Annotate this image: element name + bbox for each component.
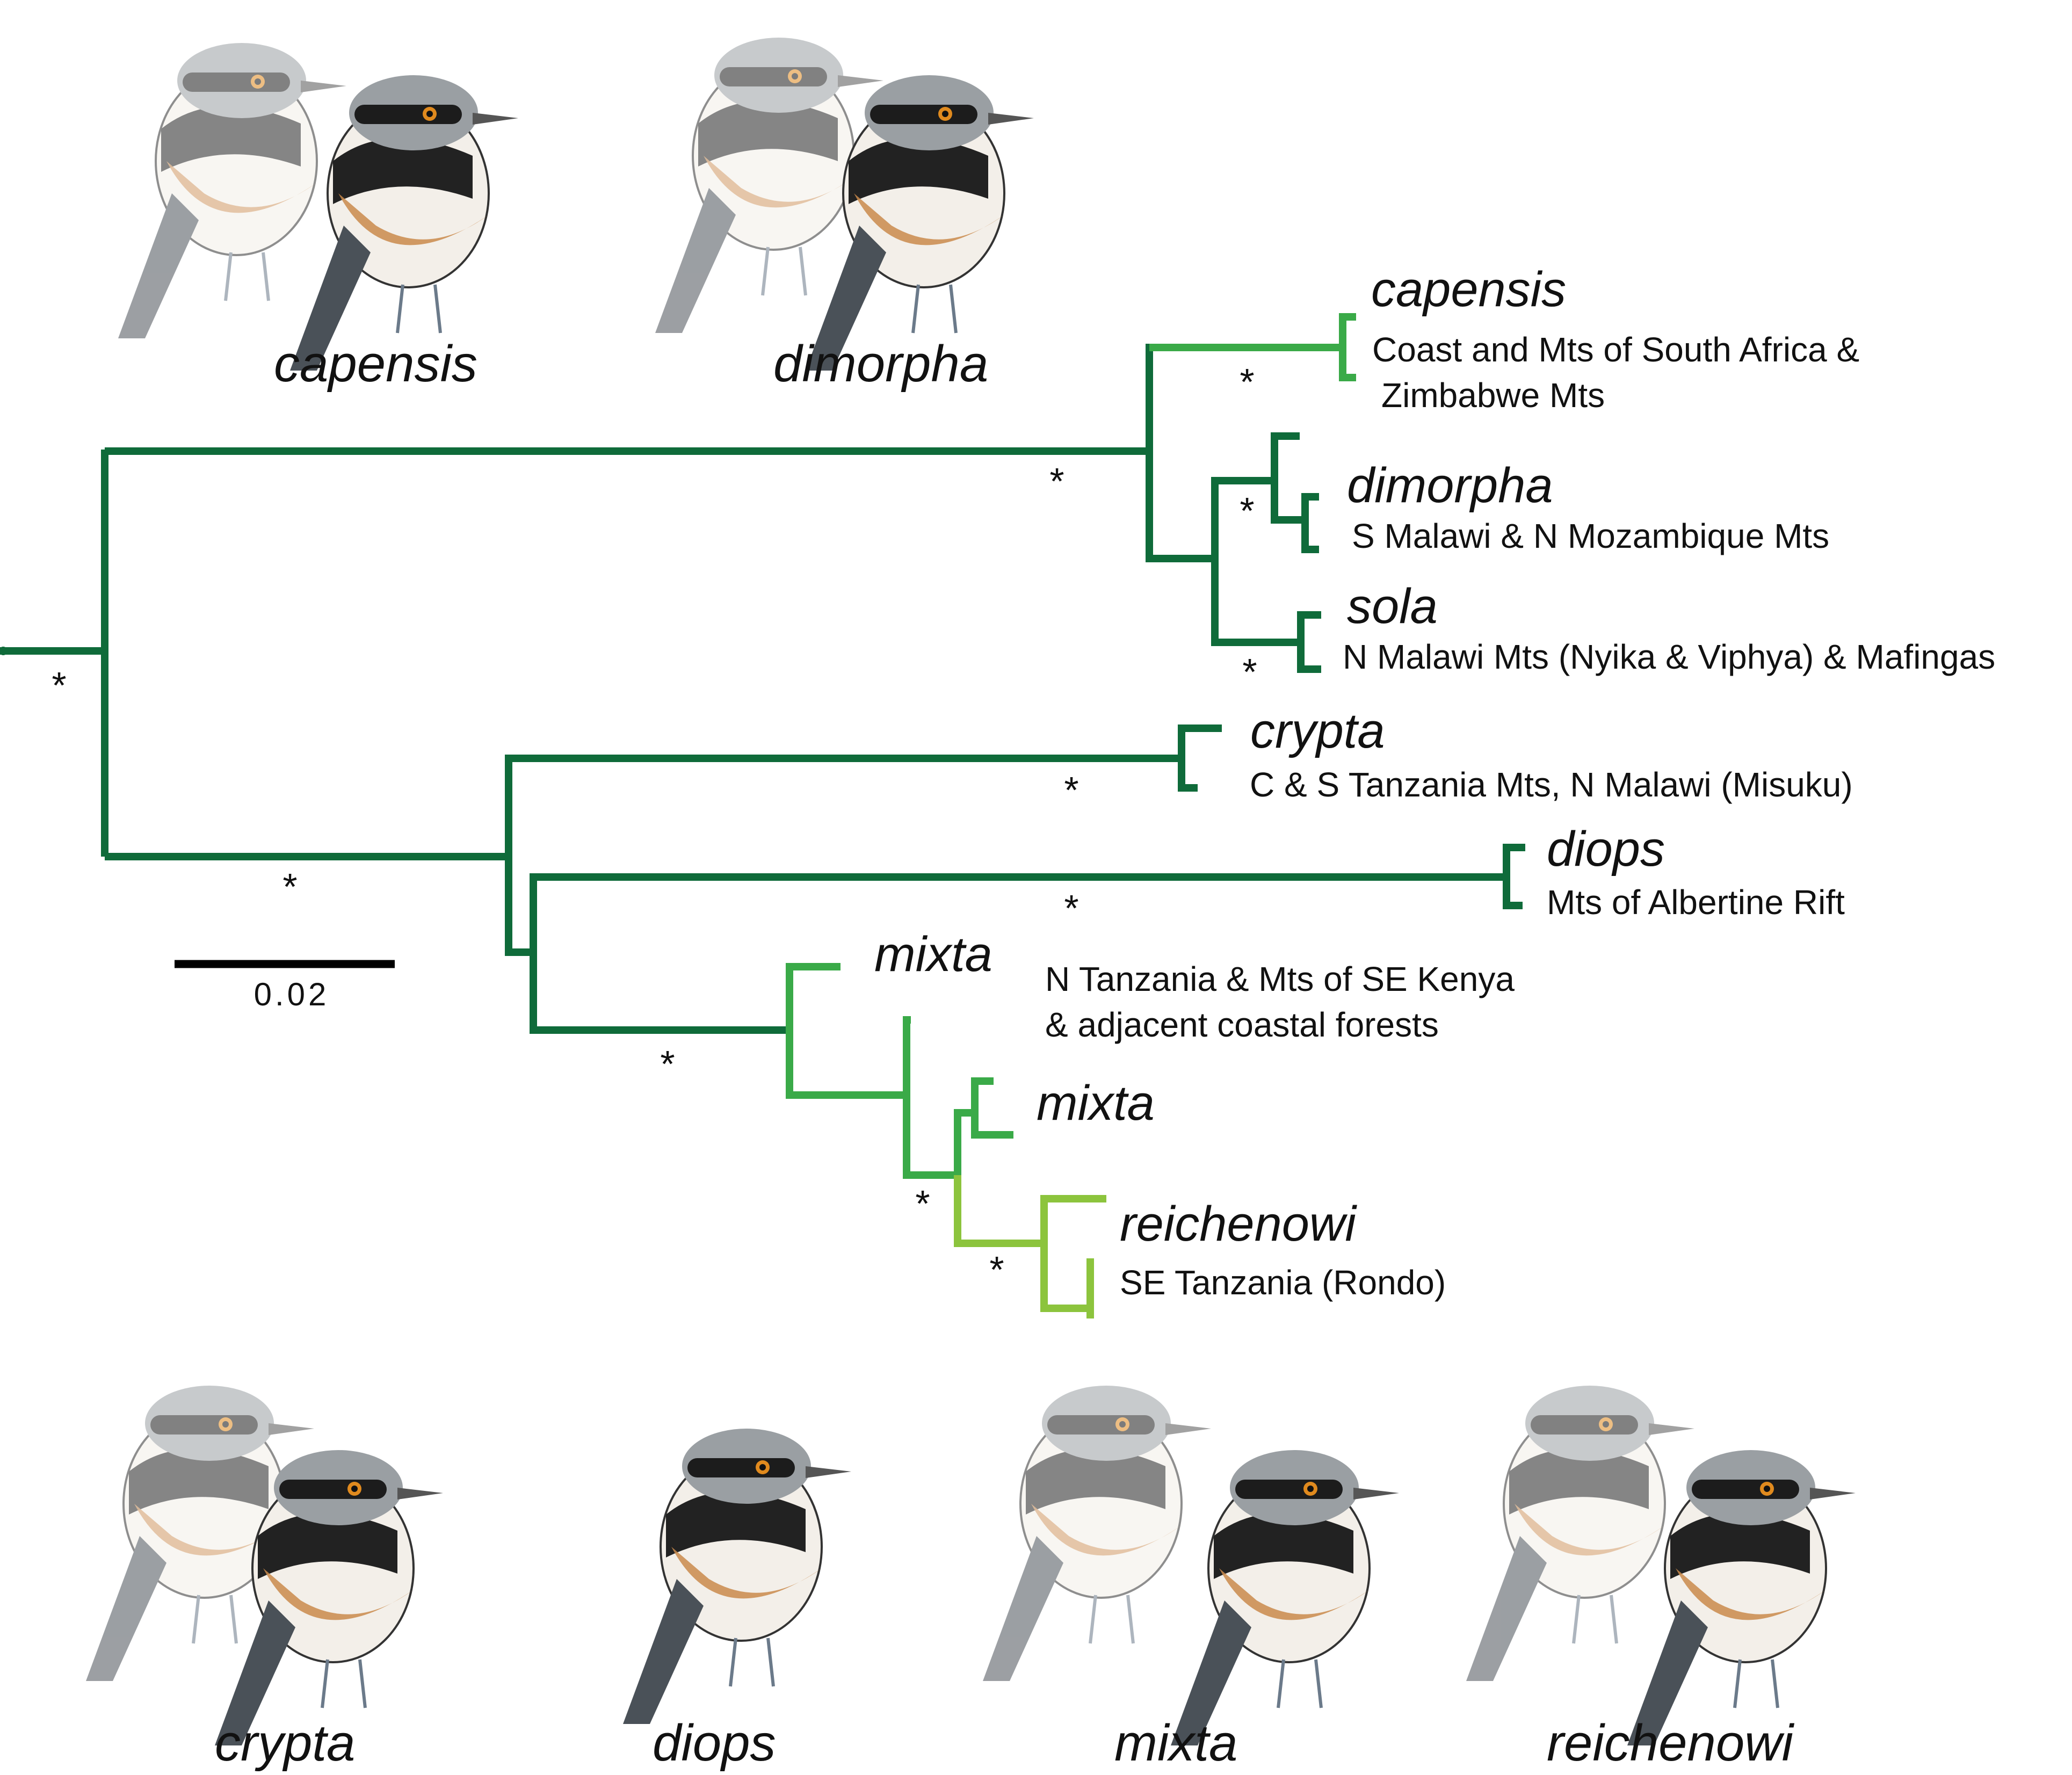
tip-region-crypta: C & S Tanzania Mts, N Malawi (Misuku): [1250, 765, 1853, 804]
tip-region-dimorpha: S Malawi & N Mozambique Mts: [1352, 517, 1829, 555]
root-node: [0, 647, 8, 655]
tip-name-diops: diops: [1547, 822, 1665, 876]
illustration-caption-capensis: capensis: [274, 335, 477, 393]
illustration-crypta: [86, 1386, 443, 1745]
support-asterisk: *: [1064, 887, 1078, 929]
illustration-capensis: [118, 43, 518, 371]
illustration-caption-crypta: crypta: [215, 1714, 355, 1772]
illustration-diops: [623, 1429, 851, 1724]
support-asterisk: *: [282, 866, 297, 908]
tip-region-diops: Mts of Albertine Rift: [1547, 883, 1845, 922]
illustration-caption-mixta: mixta: [1114, 1714, 1237, 1772]
tip-region-mixta-line1: N Tanzania & Mts of SE Kenya: [1045, 960, 1515, 998]
scale-bar-label: 0.02: [254, 976, 330, 1012]
support-asterisk: *: [1240, 490, 1254, 532]
scale-bar: 0.02: [175, 960, 395, 1012]
tip-labels: capensis Coast and Mts of South Africa &…: [874, 262, 1995, 1302]
tip-region-sola: N Malawi Mts (Nyika & Viphya) & Mafingas: [1343, 637, 1995, 676]
illustration-reichenowi: [1466, 1386, 1856, 1745]
support-asterisk: *: [989, 1249, 1004, 1291]
support-asterisk: *: [1049, 460, 1064, 502]
tip-name-mixta: mixta: [1037, 1076, 1155, 1131]
tip-name-sola: sola: [1347, 579, 1438, 634]
support-asterisk: *: [1064, 769, 1078, 811]
tip-region-mixta-line2: & adjacent coastal forests: [1045, 1005, 1439, 1044]
illustration-mixta: [983, 1386, 1399, 1745]
support-asterisk: *: [660, 1043, 675, 1085]
tip-name-dimorpha: dimorpha: [1347, 458, 1553, 513]
support-asterisk: *: [915, 1183, 930, 1225]
tip-region-capensis-line2: Zimbabwe Mts: [1381, 376, 1605, 415]
support-markers: * * * * * * * * * * *: [52, 361, 1257, 1291]
tip-name-reichenowi: reichenowi: [1120, 1197, 1357, 1251]
tip-name-capensis: capensis: [1371, 262, 1566, 317]
illustration-caption-reichenowi: reichenowi: [1547, 1714, 1795, 1772]
tip-name-mixta: mixta: [874, 927, 992, 982]
support-asterisk: *: [1242, 651, 1257, 693]
illustration-caption-diops: diops: [653, 1714, 776, 1772]
tip-name-crypta: crypta: [1250, 704, 1385, 758]
support-asterisk: *: [52, 664, 66, 706]
tip-region-reichenowi: SE Tanzania (Rondo): [1120, 1263, 1446, 1302]
tree-branches: [0, 313, 1525, 1318]
illustration-dimorpha: [655, 38, 1034, 371]
tip-region-capensis-line1: Coast and Mts of South Africa &: [1372, 330, 1859, 369]
support-asterisk: *: [1240, 361, 1254, 403]
illustration-caption-dimorpha: dimorpha: [773, 335, 988, 393]
